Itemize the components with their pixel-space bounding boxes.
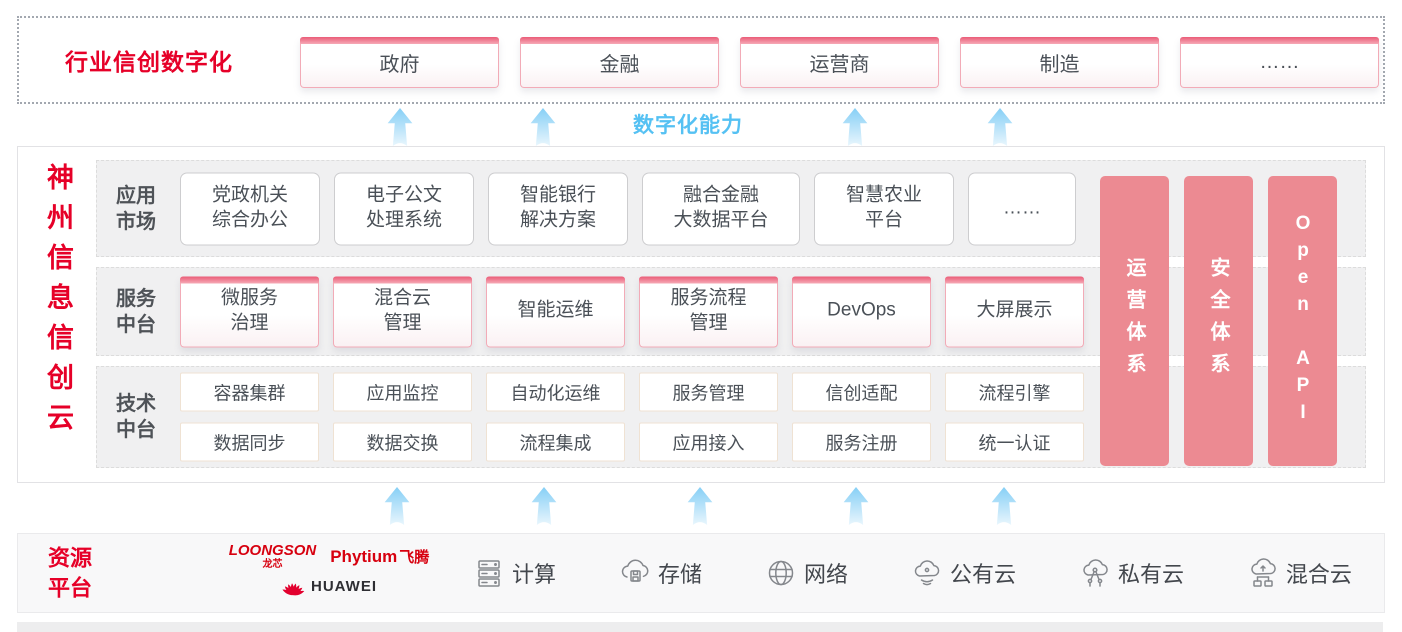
tech-box-service-registry: 服务注册 [792, 422, 931, 462]
svc-box-big-screen: 大屏展示 [945, 276, 1084, 347]
footer-divider-bar [17, 622, 1383, 632]
app-box-finance-bigdata: 融合金融 大数据平台 [642, 172, 800, 245]
huawei-flower-icon [282, 583, 305, 596]
cloud-storage-icon [621, 559, 649, 582]
tech-middle-label: 技术 中台 [116, 393, 156, 441]
resource-items: 计算 存储 网络 [473, 557, 1352, 589]
up-arrow-icon [842, 108, 868, 146]
service-middle-label: 服务 中台 [116, 287, 156, 336]
app-market-label: 应用 市场 [116, 184, 156, 233]
industry-box-more: …… [1180, 37, 1379, 88]
tech-box-xinchuang-adaptation: 信创适配 [792, 372, 931, 412]
resource-item-network: 网络 [765, 557, 848, 589]
phytium-logo: Phytium 飞腾 [330, 546, 429, 567]
service-middle-items: 微服务 治理 混合云 管理 智能运维 服务流程 管理 DevOps 大屏展示 [180, 276, 1084, 347]
tech-box-app-access: 应用接入 [639, 422, 778, 462]
resource-item-public-cloud: 公有云 [911, 557, 1016, 589]
resource-item-label: 计算 [512, 562, 557, 587]
capability-label: 数字化能力 [633, 114, 743, 137]
up-arrow-icon [530, 108, 556, 146]
up-arrow-icon [384, 487, 410, 525]
resource-item-label: 存储 [657, 562, 702, 587]
svc-box-hybrid-cloud-mgmt: 混合云 管理 [333, 276, 472, 347]
tech-middle-layer: 技术 中台 容器集群 应用监控 自动化运维 服务管理 信创适配 流程引擎 数据同… [96, 366, 1366, 468]
phytium-wordmark: Phytium [330, 546, 398, 566]
resource-item-label: 私有云 [1117, 562, 1184, 587]
resource-item-compute: 计算 [473, 557, 556, 589]
tech-row-2: 数据同步 数据交换 流程集成 应用接入 服务注册 统一认证 [180, 422, 1084, 462]
up-arrow-icon [991, 487, 1017, 525]
svc-box-service-process-mgmt: 服务流程 管理 [639, 276, 778, 347]
pillar-open-api: Open API [1268, 176, 1337, 466]
tech-box-service-mgmt: 服务管理 [639, 372, 778, 412]
platform-title: 神州信息信创云 [43, 163, 73, 443]
loongson-wordmark: LOONGSON [228, 542, 317, 559]
app-market-layer: 应用 市场 党政机关 综合办公 电子公文 处理系统 智能银行 解决方案 融合金融… [96, 160, 1366, 257]
tech-box-data-exchange: 数据交换 [333, 422, 472, 462]
loongson-cn-label: 龙芯 [262, 559, 283, 570]
industry-box-government: 政府 [300, 37, 499, 88]
private-cloud-icon [1083, 559, 1108, 587]
resource-item-label: 混合云 [1285, 562, 1352, 587]
up-arrow-icon [387, 108, 413, 146]
industry-banner: 行业信创数字化 政府 金融 运营商 制造 …… [17, 16, 1385, 104]
service-middle-layer: 服务 中台 微服务 治理 混合云 管理 智能运维 服务流程 管理 DevOps … [96, 267, 1366, 356]
resource-platform-strip: 资源 平台 LOONGSON 龙芯 Phytium 飞腾 [17, 533, 1385, 613]
resource-item-label: 公有云 [949, 562, 1016, 587]
huawei-wordmark: HUAWEI [311, 577, 377, 595]
svc-box-devops: DevOps [792, 276, 931, 347]
tech-box-automated-ops: 自动化运维 [486, 372, 625, 412]
tech-box-unified-auth: 统一认证 [945, 422, 1084, 462]
resource-item-label: 网络 [803, 562, 848, 587]
public-cloud-icon [914, 560, 940, 586]
vendor-logos: LOONGSON 龙芯 Phytium 飞腾 [214, 543, 444, 597]
platform-container: 神州信息信创云 应用 市场 党政机关 综合办公 电子公文 处理系统 智能银行 解… [17, 146, 1385, 483]
svc-box-microservice-governance: 微服务 治理 [180, 276, 319, 347]
pillar-security-system: 安全体系 [1184, 176, 1253, 466]
tech-box-app-monitoring: 应用监控 [333, 372, 472, 412]
tech-box-process-integration: 流程集成 [486, 422, 625, 462]
tech-box-process-engine: 流程引擎 [945, 372, 1084, 412]
industry-box-finance: 金融 [520, 37, 719, 88]
industry-box-operator: 运营商 [740, 37, 939, 88]
app-box-gov-office: 党政机关 综合办公 [180, 172, 320, 245]
app-box-smart-banking: 智能银行 解决方案 [488, 172, 628, 245]
compute-server-icon [478, 560, 500, 587]
resource-item-private-cloud: 私有云 [1079, 557, 1184, 589]
tech-box-data-sync: 数据同步 [180, 422, 319, 462]
network-globe-icon [768, 560, 794, 586]
huawei-logo: HUAWEI [281, 575, 377, 597]
resource-platform-label: 资源 平台 [48, 545, 93, 600]
app-market-items: 党政机关 综合办公 电子公文 处理系统 智能银行 解决方案 融合金融 大数据平台… [180, 172, 1076, 245]
tech-box-container-cluster: 容器集群 [180, 372, 319, 412]
phytium-cn-label: 飞腾 [399, 549, 430, 566]
app-box-edoc-system: 电子公文 处理系统 [334, 172, 474, 245]
svc-box-intelligent-ops: 智能运维 [486, 276, 625, 347]
resource-item-hybrid-cloud: 混合云 [1247, 557, 1352, 589]
resource-item-storage: 存储 [619, 557, 702, 589]
vendor-row: LOONGSON 龙芯 Phytium 飞腾 [229, 543, 430, 570]
loongson-logo: LOONGSON 龙芯 [229, 543, 317, 570]
hybrid-cloud-icon [1251, 558, 1276, 587]
app-box-more: …… [968, 172, 1076, 245]
up-arrow-icon [843, 487, 869, 525]
industry-row: 政府 金融 运营商 制造 …… [300, 37, 1379, 88]
up-arrow-icon [531, 487, 557, 525]
app-box-smart-agriculture: 智慧农业 平台 [814, 172, 954, 245]
up-arrow-icon [687, 487, 713, 525]
pillar-operation-system: 运营体系 [1100, 176, 1169, 466]
tech-middle-items: 容器集群 应用监控 自动化运维 服务管理 信创适配 流程引擎 数据同步 数据交换… [180, 372, 1084, 462]
industry-banner-title: 行业信创数字化 [65, 49, 233, 75]
industry-box-manufacturing: 制造 [960, 37, 1159, 88]
up-arrow-icon [987, 108, 1013, 146]
tech-row-1: 容器集群 应用监控 自动化运维 服务管理 信创适配 流程引擎 [180, 372, 1084, 412]
